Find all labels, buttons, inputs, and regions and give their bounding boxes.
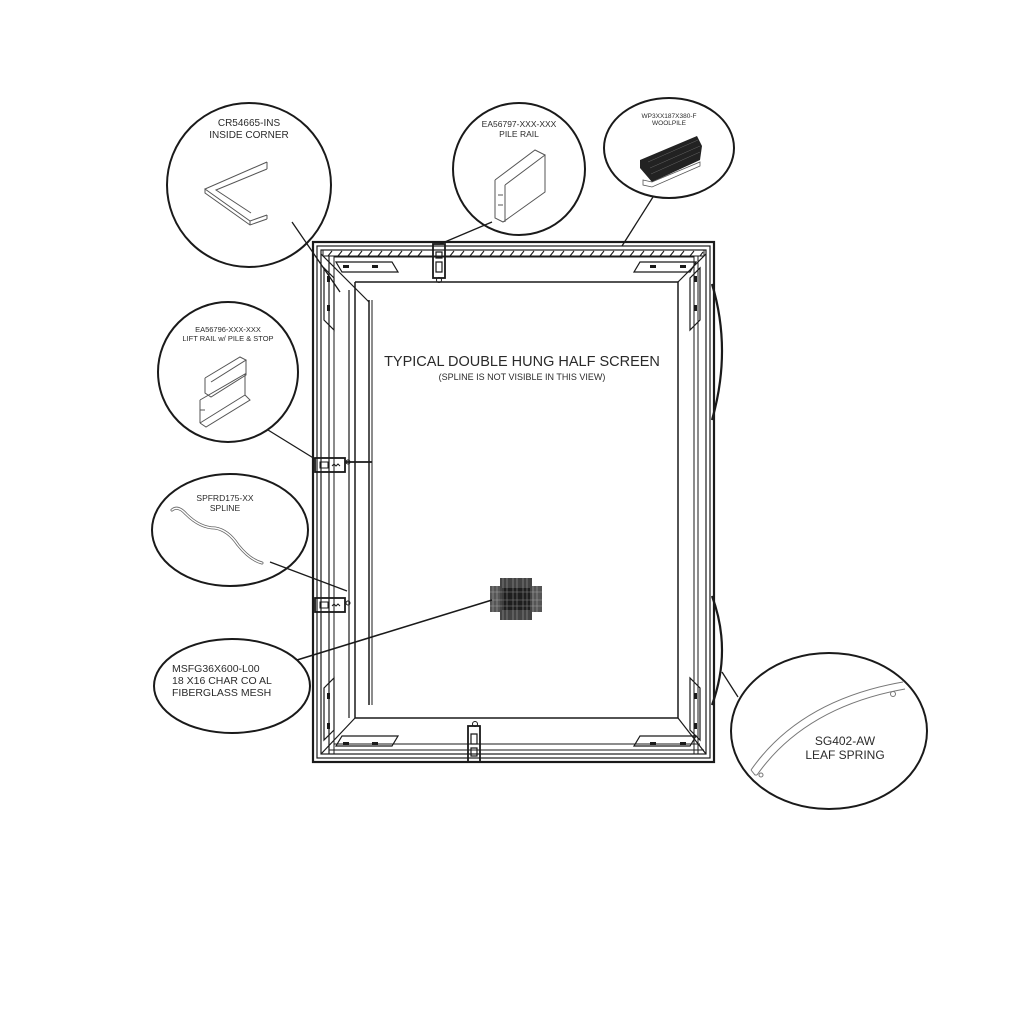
corner-bracket-top-left: [323, 261, 400, 332]
callout-leaf-spring: [721, 652, 928, 810]
callout-spline: [151, 473, 348, 592]
pile-rail-icon: [494, 149, 546, 223]
pile-rail-section-top: [432, 243, 446, 283]
lift-rail-section-lower: [314, 597, 351, 613]
leaf-spring-lower: [710, 595, 724, 706]
part-description-2: FIBERGLASS MESH: [172, 687, 272, 700]
woolpile-icon: [640, 136, 702, 188]
part-number: SG402-AW: [814, 734, 876, 748]
inside-corner-icon: [203, 161, 268, 226]
part-number: WP3XX187X380-F: [641, 113, 697, 120]
part-description: LEAF SPRING: [805, 747, 885, 762]
lift-rail-icon: [199, 356, 251, 428]
label-inside-corner: CR54665-INS INSIDE CORNER: [189, 118, 309, 141]
corner-bracket-top-right: [632, 261, 701, 332]
part-description: 18 X16 CHAR CO AL: [172, 675, 272, 688]
pile-rail-section-bottom: [467, 721, 481, 763]
mesh-swatch: [490, 578, 542, 620]
leaf-spring-icon: [750, 681, 906, 778]
label-leaf-spring: SG402-AW LEAF SPRING: [790, 734, 900, 763]
corner-bracket-bottom-left: [323, 676, 400, 747]
callout-lift-rail: [157, 301, 316, 460]
part-number: EA56797-XXX-XXX: [481, 119, 557, 129]
screen-frame: [311, 240, 724, 764]
part-description: LIFT RAIL w/ PILE & STOP: [182, 333, 274, 343]
part-description: WOOLPILE: [652, 120, 686, 128]
spline-icon: [170, 506, 264, 565]
callout-inside-corner: [166, 102, 341, 293]
callout-woolpile: [603, 97, 735, 247]
diagram-subtitle: (SPLINE IS NOT VISIBLE IN THIS VIEW): [438, 371, 606, 382]
label-spline: SPFRD175-XX SPLINE: [180, 493, 270, 514]
lift-rail-section-upper: [314, 457, 372, 473]
part-description: PILE RAIL: [499, 128, 539, 139]
part-number: MSFG36X600-L00: [172, 663, 260, 675]
part-description: INSIDE CORNER: [209, 129, 289, 141]
part-description: SPLINE: [209, 502, 241, 513]
diagram-title-block: TYPICAL DOUBLE HUNG HALF SCREEN (SPLINE …: [372, 354, 672, 382]
part-number: SPFRD175-XX: [196, 493, 254, 503]
part-number: CR54665-INS: [217, 118, 281, 129]
leaf-spring-upper: [710, 283, 724, 421]
part-number: EA56796-XXX-XXX: [195, 325, 261, 334]
diagram-title: TYPICAL DOUBLE HUNG HALF SCREEN: [384, 354, 660, 370]
label-lift-rail: EA56796-XXX-XXX LIFT RAIL w/ PILE & STOP: [163, 325, 293, 343]
label-pile-rail: EA56797-XXX-XXX PILE RAIL: [469, 119, 569, 140]
label-mesh: MSFG36X600-L00 18 X16 CHAR CO AL FIBERGL…: [172, 663, 302, 699]
callout-mesh: [153, 599, 493, 734]
callout-pile-rail: [439, 102, 586, 245]
corner-bracket-bottom-right: [632, 676, 701, 747]
woolpile-hatching: [327, 250, 704, 257]
label-woolpile: WP3XX187X380-F WOOLPILE: [619, 113, 719, 128]
